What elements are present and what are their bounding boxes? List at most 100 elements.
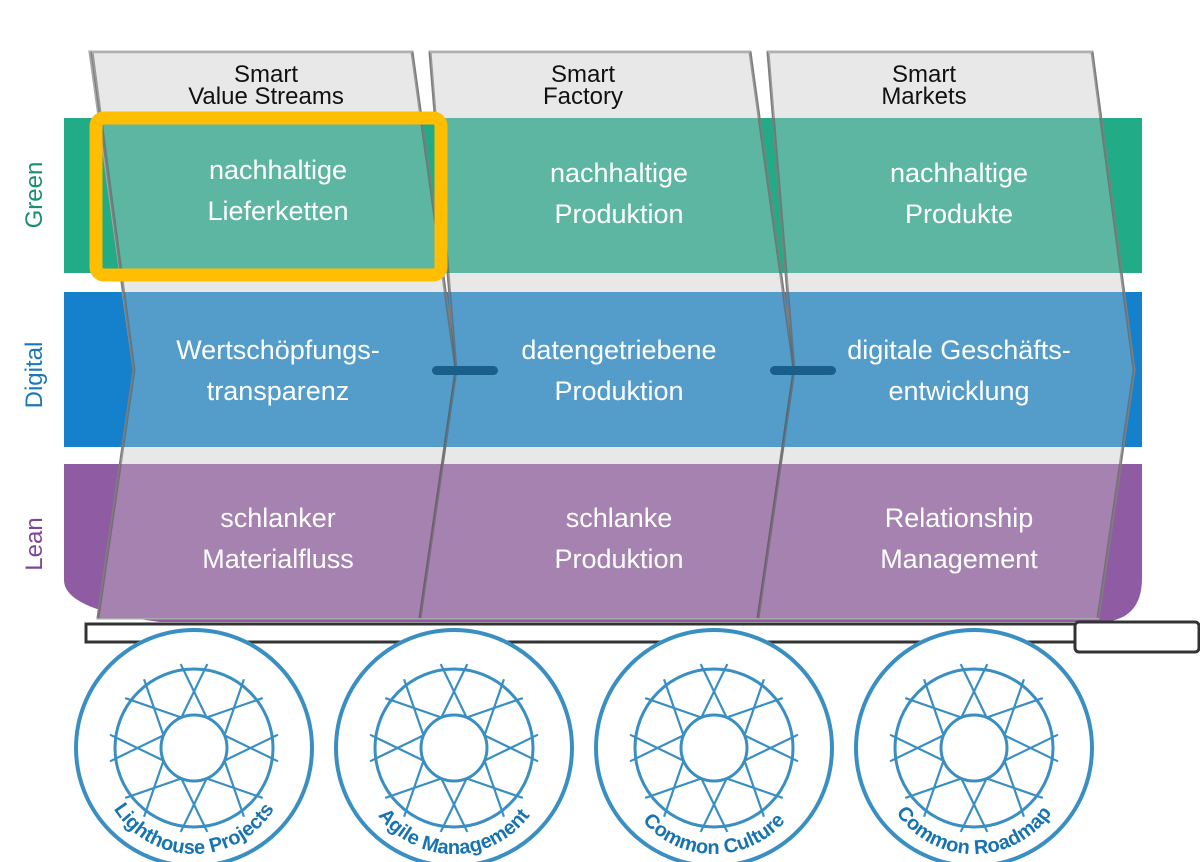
wheel-hub xyxy=(159,713,229,783)
wheel-spoke xyxy=(483,678,505,736)
wheel-spoke xyxy=(904,697,962,719)
wheel-spoke xyxy=(699,663,728,718)
wheel-spoke xyxy=(403,760,425,818)
cell-line: Management xyxy=(880,544,1038,574)
wheel-spoke xyxy=(986,777,1044,799)
column-title-line: Value Streams xyxy=(188,83,344,110)
column-2-gray-fill xyxy=(448,273,784,292)
wheel-spoke xyxy=(726,777,784,799)
wheel-3: Common Culture xyxy=(594,628,834,862)
wheel-hub xyxy=(939,713,1009,783)
cell-digital-value-streams: Wertschöpfungs- transparenz xyxy=(118,330,438,412)
wheel-spoke xyxy=(663,760,685,818)
column-title-line: Factory xyxy=(542,83,623,110)
wheel-spoke xyxy=(206,777,264,799)
cell-line: entwicklung xyxy=(888,376,1030,406)
cell-line: digitale Geschäfts- xyxy=(847,335,1071,365)
column-fills xyxy=(92,54,1124,464)
column-1-gray-fill xyxy=(92,54,422,118)
cell-line: Produktion xyxy=(554,199,684,229)
wheel-spoke xyxy=(1004,734,1059,763)
column-3-gray-fill xyxy=(786,273,1124,292)
wheel-spoke xyxy=(889,734,944,763)
wheel-spoke xyxy=(223,678,245,736)
wheel-spoke xyxy=(180,778,209,833)
wheel-rim xyxy=(373,667,535,829)
wheel-1: Lighthouse Projects xyxy=(74,628,314,862)
wheel-spoke xyxy=(224,734,279,763)
cell-line: nachhaltige xyxy=(889,158,1029,188)
connector-2 xyxy=(770,366,836,375)
cell-lean-value-streams: schlanker Materialfluss xyxy=(118,498,438,580)
wheel-spoke xyxy=(923,760,945,818)
wheel-spoke xyxy=(369,734,424,763)
wheel-spoke xyxy=(143,760,165,818)
cell-bg-green-2 xyxy=(435,118,781,273)
cell-line: datengetriebene xyxy=(521,335,717,365)
cell-lean-factory: schlanke Produktion xyxy=(459,498,779,580)
wheel-spoke xyxy=(629,734,684,763)
wheel-rim xyxy=(893,667,1055,829)
cell-bg-green-1 xyxy=(100,118,443,273)
wheel-spoke xyxy=(644,697,702,719)
wheel-spoke xyxy=(124,697,182,719)
cell-line: schlanker xyxy=(220,503,336,533)
wheel-4: Common Roadmap xyxy=(854,628,1094,862)
row-label-green: Green xyxy=(21,161,48,229)
column-2-gray-fill xyxy=(442,447,783,464)
cell-line: Produkte xyxy=(904,199,1014,229)
cell-bg-digital-3 xyxy=(782,292,1134,447)
row-label-digital: Digital xyxy=(21,341,48,409)
wheel-spoke xyxy=(959,663,988,718)
wheel-spoke xyxy=(466,777,524,799)
cell-lean-markets: Relationship Management xyxy=(799,498,1119,580)
wheel-spoke xyxy=(179,663,208,718)
cell-green-factory: nachhaltige Produktion xyxy=(459,153,779,235)
wheel-spoke xyxy=(744,734,799,763)
cell-line: Lieferketten xyxy=(207,196,349,226)
wheel-spoke xyxy=(700,778,729,833)
wheel-rim xyxy=(113,667,275,829)
column-2-gray-fill xyxy=(430,54,760,118)
wheel-2: Agile Management xyxy=(334,628,574,862)
cell-green-value-streams: nachhaltige Lieferketten xyxy=(118,150,438,232)
row-label-lean: Lean xyxy=(21,517,48,571)
cell-bg-green-3 xyxy=(773,118,1122,273)
connector-1 xyxy=(432,366,498,375)
cell-line: nachhaltige xyxy=(549,158,689,188)
cell-line: Produktion xyxy=(554,544,684,574)
wheel-spoke xyxy=(484,734,539,763)
column-title-value-streams: Smart Value Streams xyxy=(116,61,416,110)
cell-line: Wertschöpfungs- xyxy=(176,335,380,365)
column-title-line: Markets xyxy=(881,83,967,110)
wheel-spoke xyxy=(440,778,469,833)
wheel-spoke xyxy=(384,697,442,719)
wheel-spoke xyxy=(743,678,765,736)
wheel-spoke xyxy=(960,778,989,833)
cell-bg-lean-2 xyxy=(420,464,781,618)
cell-line: schlanke xyxy=(565,503,673,533)
cell-line: Relationship xyxy=(884,503,1034,533)
column-title-line: Smart xyxy=(891,61,956,88)
column-1-edge xyxy=(90,51,136,619)
cell-green-markets: nachhaltige Produkte xyxy=(799,153,1119,235)
cell-bg-lean-1 xyxy=(98,464,443,618)
cell-bg-digital-1 xyxy=(122,292,457,447)
wheel-spoke xyxy=(439,663,468,718)
wheel-spoke xyxy=(109,734,164,763)
cell-bg-digital-2 xyxy=(444,292,794,447)
cell-line: nachhaltige xyxy=(208,155,348,185)
column-1-gray-fill xyxy=(120,447,445,464)
wheel-hub xyxy=(679,713,749,783)
column-title-line: Smart xyxy=(233,61,298,88)
column-3-gray-fill xyxy=(768,54,1101,118)
column-title-factory: Smart Factory xyxy=(433,61,733,110)
column-3-edge xyxy=(1090,51,1136,619)
column-title-line: Smart xyxy=(550,61,615,88)
cell-digital-factory: datengetriebene Produktion xyxy=(459,330,779,412)
wheel-spoke xyxy=(1003,678,1025,736)
chassis-coupling xyxy=(1073,620,1200,654)
